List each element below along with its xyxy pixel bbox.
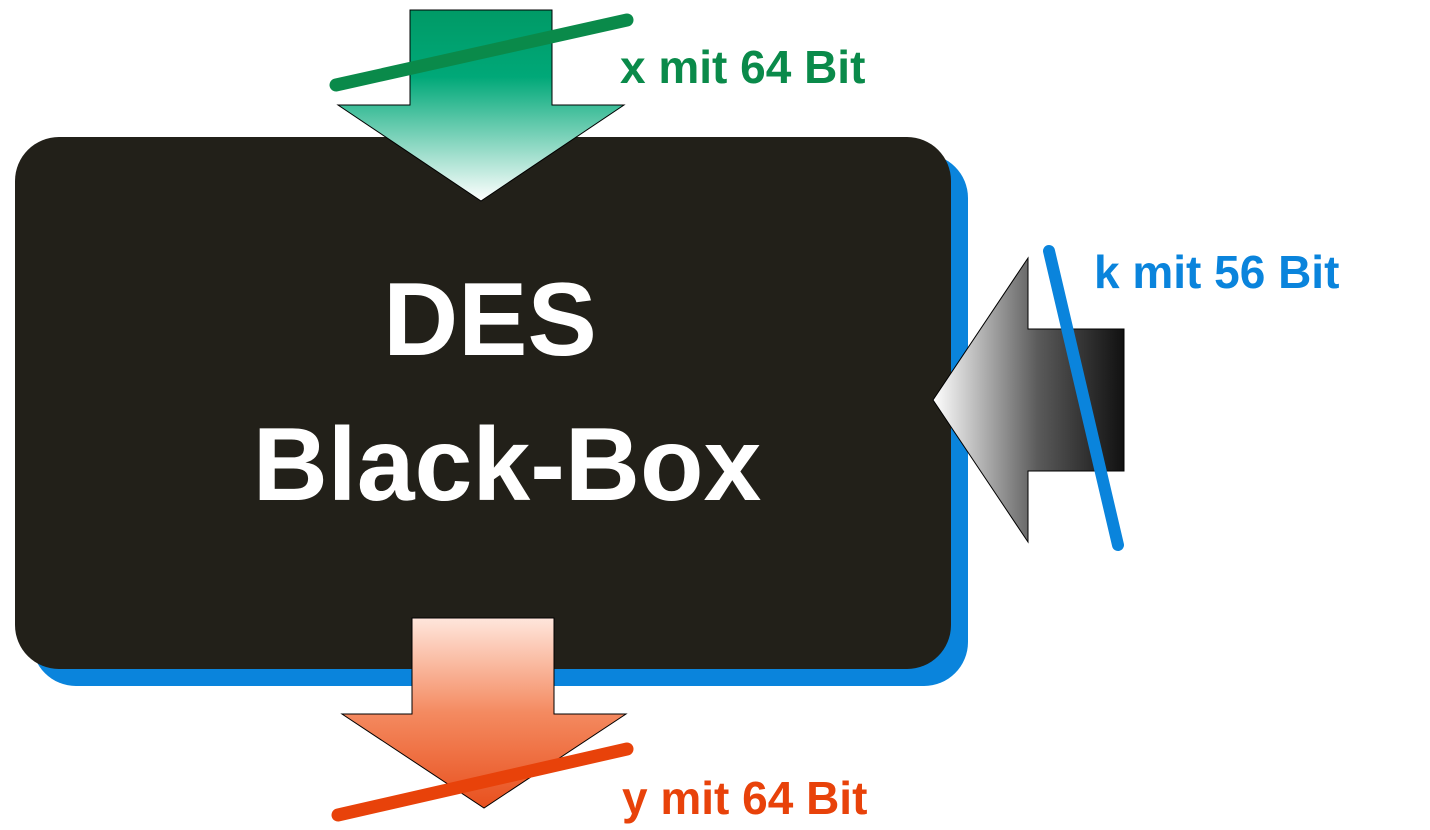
box-title-line2: Black-Box xyxy=(253,407,762,523)
input-x-arrow xyxy=(336,9,626,202)
input-k-arrow xyxy=(932,256,1125,544)
input-x-label: x mit 64 Bit xyxy=(620,41,865,93)
input-x-bus-slash xyxy=(329,13,634,92)
output-y-bus-slash xyxy=(331,742,634,822)
black-box xyxy=(15,137,968,686)
input-k-label: k mit 56 Bit xyxy=(1094,246,1339,298)
output-y-label: y mit 64 Bit xyxy=(622,772,867,824)
box-title-line1: DES xyxy=(383,262,597,378)
input-k-bus-slash xyxy=(1043,245,1124,551)
black-box-body xyxy=(15,137,951,669)
